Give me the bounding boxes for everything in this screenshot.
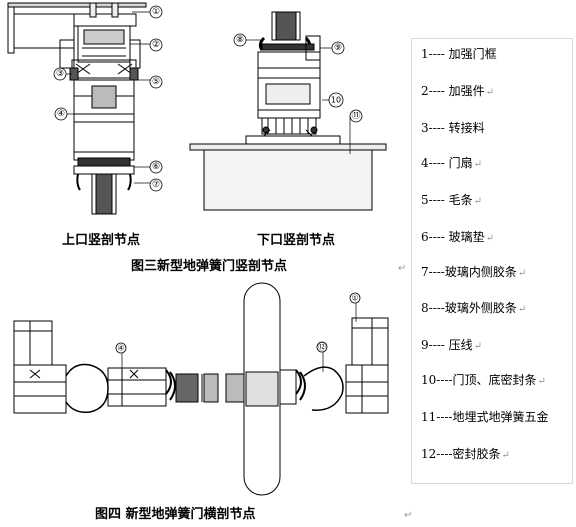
paragraph-mark: ↵ — [398, 263, 407, 274]
legend-item: 6---- 玻璃垫↵ — [421, 228, 494, 245]
legend-item: 3---- 转接料 — [421, 119, 486, 136]
legend-label: 7----玻璃内侧胶条 — [421, 265, 517, 279]
legend-label: 3---- 转接料 — [421, 121, 485, 135]
legend-item: 1---- 加强门框 — [421, 45, 498, 62]
callout-10: 10 — [331, 96, 341, 105]
legend-item: 7----玻璃内侧胶条↵ — [421, 263, 526, 280]
legend-mark: ↵ — [473, 341, 483, 352]
legend-label: 4---- 门扇 — [421, 156, 473, 170]
callout-7: ⑦ — [152, 180, 160, 190]
callout-5: ⑤ — [152, 77, 160, 87]
legend-label: 5---- 毛条 — [421, 193, 473, 207]
callout-4: ④ — [57, 109, 65, 119]
paragraph-mark: ↵ — [404, 510, 413, 521]
upper-vertical-section — [7, 2, 147, 215]
legend-label: 11----地埋式地弹簧五金 — [421, 410, 549, 424]
callout-6: ⑥ — [152, 162, 160, 172]
callout-9: ⑨ — [334, 43, 342, 53]
callout-8: ⑧ — [236, 35, 244, 45]
callout-2: ② — [152, 40, 160, 50]
legend-label: 8----玻璃外侧胶条 — [421, 301, 517, 315]
legend-mark: ↵ — [473, 196, 483, 207]
callout-1-fig4: ① — [351, 294, 358, 303]
legend-item: 2---- 加强件↵ — [421, 82, 494, 99]
legend-mark: ↵ — [517, 304, 527, 315]
upper-section-caption: 上口竖剖节点 — [62, 233, 141, 248]
legend-label: 2---- 加强件 — [421, 84, 485, 98]
legend-mark: ↵ — [473, 159, 483, 170]
legend-mark: ↵ — [501, 450, 510, 461]
legend-mark: ↵ — [485, 233, 495, 244]
figure-3-title: 图三新型地弹簧门竖剖节点 — [131, 259, 288, 274]
legend-mark: ↵ — [537, 376, 546, 387]
legend-label: 12----密封胶条 — [421, 447, 501, 461]
figure-4-title: 图四 新型地弹簧门横剖节点 — [95, 507, 256, 522]
callout-11: ⑪ — [351, 110, 360, 121]
legend-mark: ↵ — [517, 268, 527, 279]
legend-item: 5---- 毛条↵ — [421, 191, 482, 208]
callout-12: ⑫ — [318, 343, 326, 352]
legend-label: 10----门顶、底密封条 — [421, 373, 537, 387]
legend-item: 12----密封胶条↵ — [421, 445, 510, 462]
lower-section-caption: 下口竖剖节点 — [257, 233, 336, 248]
legend-item: 10----门顶、底密封条↵ — [421, 371, 546, 388]
horizontal-section — [13, 282, 389, 496]
legend-label: 9---- 压线 — [421, 338, 473, 352]
legend-mark: ↵ — [485, 87, 495, 98]
legend-item: 9---- 压线↵ — [421, 336, 482, 353]
callout-3: ③ — [56, 69, 64, 79]
callout-4-fig4: ④ — [117, 344, 124, 353]
legend-item: 4---- 门扇↵ — [421, 154, 482, 171]
lower-vertical-section — [189, 11, 387, 211]
legend-item: 8----玻璃外侧胶条↵ — [421, 299, 526, 316]
callout-1: ① — [152, 7, 160, 17]
legend-item: 11----地埋式地弹簧五金 — [421, 408, 550, 425]
legend-label: 6---- 玻璃垫 — [421, 230, 485, 244]
leader-lines — [66, 11, 357, 372]
callout-circles — [53, 5, 363, 354]
legend-label: 1---- 加强门框 — [421, 47, 497, 61]
legend-box: 1---- 加强门框 2---- 加强件↵ 3---- 转接料 4---- 门扇… — [411, 38, 573, 484]
